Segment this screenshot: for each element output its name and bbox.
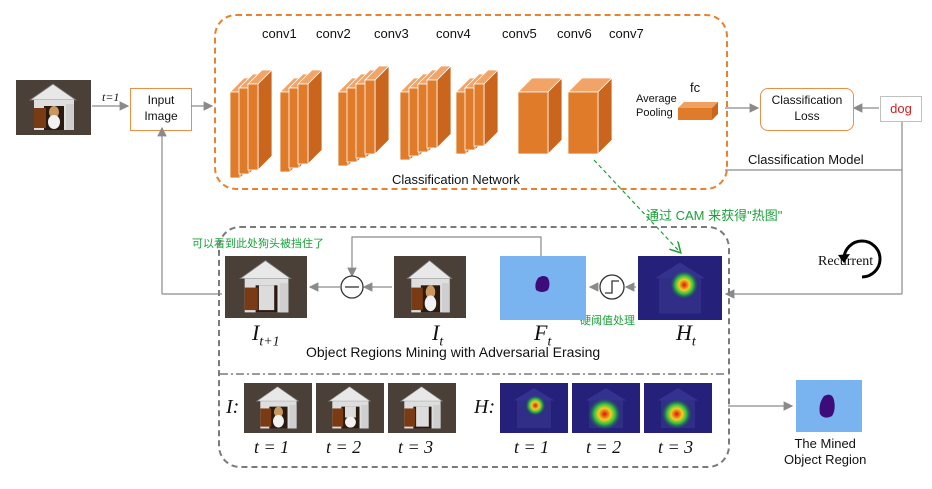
- conv5-label: conv5: [502, 26, 537, 41]
- image-i-t: [394, 256, 466, 318]
- conv7-label: conv7: [609, 26, 644, 41]
- conv1-label: conv1: [262, 26, 297, 41]
- symbol-i-t: It: [432, 320, 444, 350]
- conv-layer-face: [247, 83, 259, 171]
- t-eq-1-label: t=1: [102, 90, 120, 104]
- symbol-f-t: Ft: [534, 320, 552, 350]
- conv-layer-face: [567, 91, 599, 155]
- classification-loss-box: Classification Loss: [760, 88, 854, 131]
- input-photo: [16, 80, 91, 135]
- h-colon-label: H:: [474, 396, 496, 418]
- classification-model-label: Classification Model: [748, 152, 864, 167]
- average-pooling-label: Average Pooling: [636, 93, 677, 119]
- conv-layer-face: [426, 79, 438, 149]
- conv2-label: conv2: [316, 26, 351, 41]
- h-sequence-t3: [644, 383, 712, 433]
- conv4-label: conv4: [436, 26, 471, 41]
- i-sequence-t1: [244, 383, 312, 433]
- fc-label: fc: [690, 80, 701, 95]
- i-t-label-3: t = 3: [398, 437, 434, 457]
- recurrent-label: Recurrent: [818, 254, 874, 269]
- image-i-t-plus-1: [225, 256, 307, 318]
- mining-divider: [220, 373, 726, 375]
- cam-note: 通过 CAM 来获得"热图": [646, 208, 783, 223]
- heatmap-h-t: [638, 256, 722, 320]
- symbol-h-t: Ht: [676, 320, 696, 350]
- i-t-label-1: t = 1: [254, 437, 290, 457]
- recurrent-icon: [838, 239, 882, 279]
- conv6-label: conv6: [557, 26, 592, 41]
- i-sequence-t3: [388, 383, 456, 433]
- conv-layer-face: [517, 91, 549, 155]
- mask-f-t: [500, 256, 586, 320]
- classification-network-frame: [214, 14, 728, 190]
- h-sequence-t1: [500, 383, 568, 433]
- h-t-label-2: t = 2: [586, 437, 622, 457]
- conv3-label: conv3: [374, 26, 409, 41]
- i-sequence-t2: [316, 383, 384, 433]
- classification-network-label: Classification Network: [392, 172, 520, 187]
- i-t-label-2: t = 2: [326, 437, 362, 457]
- h-t-label-3: t = 3: [658, 437, 694, 457]
- conv-layer-face: [364, 79, 376, 155]
- mining-title: Object Regions Mining with Adversarial E…: [306, 344, 601, 360]
- conv-layers: [229, 65, 613, 179]
- threshold-note: 硬阈值处理: [580, 314, 635, 327]
- mining-frame: [218, 226, 730, 468]
- symbol-i-t-plus-1: It+1: [252, 320, 280, 350]
- h-t-label-1: t = 1: [514, 437, 550, 457]
- mined-object-region-label: The Mined Object Region: [784, 436, 867, 467]
- conv-layer-face: [473, 83, 485, 147]
- i-colon-label: I:: [226, 396, 240, 418]
- fc-layer: [678, 102, 718, 120]
- h-sequence-t2: [572, 383, 640, 433]
- mined-object-region-image: [796, 380, 862, 432]
- input-image-box: Input Image: [130, 88, 192, 131]
- dog-label-box: dog: [880, 96, 922, 122]
- conv-layer-face: [297, 83, 309, 165]
